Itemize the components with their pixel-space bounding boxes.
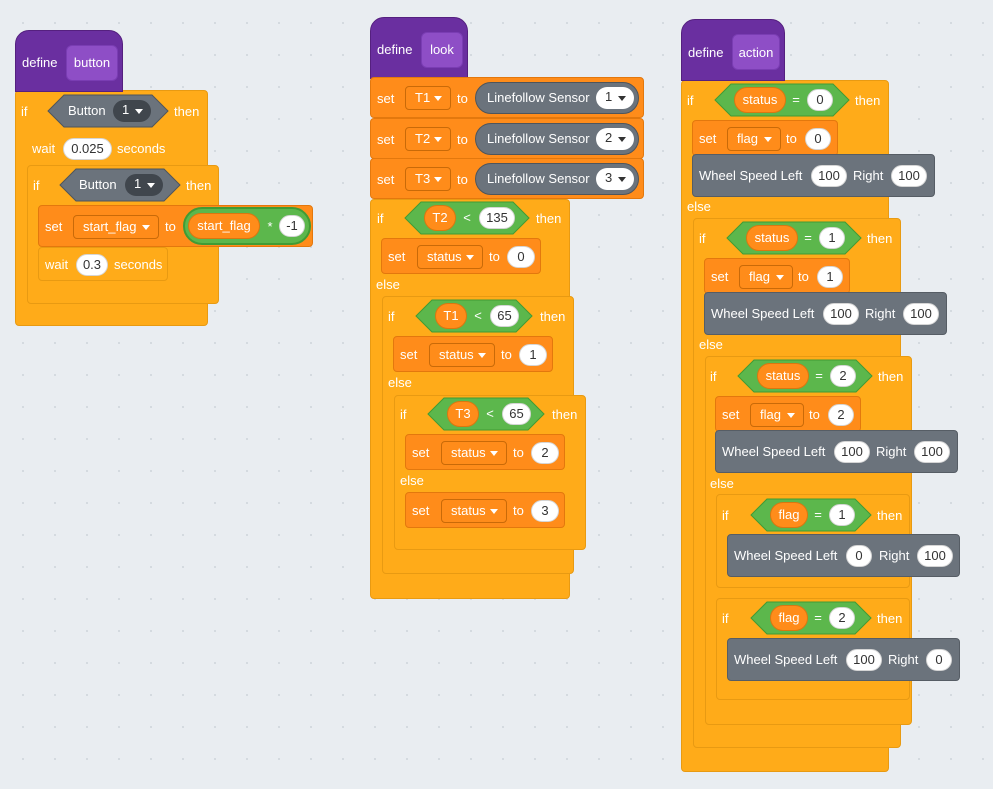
set-variable-block[interactable]: set start_flag to start_flag * -1 [38,205,313,247]
compare-value-input[interactable]: 2 [830,365,856,387]
set-value-input[interactable]: 3 [531,500,559,522]
multiply-value-input[interactable]: -1 [279,215,305,237]
variable-reporter-status[interactable]: status [757,363,809,389]
equals-condition[interactable]: flag = 1 [750,498,872,532]
define-name-input[interactable]: button [66,45,118,81]
linefollow-sensor-reporter[interactable]: Linefollow Sensor 3 [475,163,639,195]
wait-seconds-input[interactable]: 0.3 [76,254,108,276]
set-value-input[interactable]: 1 [817,266,843,288]
variable-reporter-status[interactable]: status [734,87,786,113]
set-variable-block[interactable]: set status to 0 [381,238,541,274]
compare-value-input[interactable]: 1 [819,227,845,249]
variable-dropdown[interactable]: T3 [405,167,451,191]
equals-condition[interactable]: status = 0 [714,83,850,117]
multiply-operator[interactable]: start_flag * -1 [183,207,311,245]
less-than-condition[interactable]: T2 < 135 [404,201,530,235]
wheel-speed-block[interactable]: Wheel Speed Left 100 Right 100 [704,292,947,335]
variable-dropdown[interactable]: status [441,441,507,465]
define-label: define [22,55,58,70]
wheel-speed-block[interactable]: Wheel Speed Left 100 Right 100 [715,430,958,473]
variable-dropdown[interactable]: flag [727,127,781,151]
set-variable-block[interactable]: set flag to 2 [715,396,861,432]
variable-dropdown[interactable]: start_flag [73,215,159,239]
compare-value-input[interactable]: 135 [479,207,515,229]
set-variable-block[interactable]: set status to 2 [405,434,565,470]
set-variable-block[interactable]: set T3 to Linefollow Sensor 3 [370,158,644,199]
variable-dropdown[interactable]: flag [750,403,804,427]
wheel-speed-block[interactable]: Wheel Speed Left 0 Right 100 [727,534,960,577]
then-label: then [186,178,212,193]
sensor-number-dropdown[interactable]: 3 [596,168,634,190]
button-number-dropdown[interactable]: 1 [125,174,163,196]
button-number-dropdown[interactable]: 1 [113,100,151,122]
variable-reporter-start-flag[interactable]: start_flag [188,213,260,239]
variable-reporter-t3[interactable]: T3 [447,401,479,427]
equals-condition[interactable]: status = 1 [726,221,862,255]
variable-dropdown[interactable]: T1 [405,86,451,110]
right-speed-input[interactable]: 100 [914,441,950,463]
define-name-input[interactable]: look [421,32,463,68]
right-speed-input[interactable]: 100 [903,303,939,325]
linefollow-sensor-reporter[interactable]: Linefollow Sensor 1 [475,82,639,114]
compare-value-input[interactable]: 65 [490,305,519,327]
variable-dropdown[interactable]: T2 [405,127,451,151]
equals-condition[interactable]: flag = 2 [750,601,872,635]
button-sensor-condition[interactable]: Button 1 [47,94,169,128]
if-label: if [33,178,40,193]
variable-reporter-flag[interactable]: flag [770,605,808,631]
set-value-input[interactable]: 0 [507,246,535,268]
equals-condition[interactable]: status = 2 [737,359,873,393]
variable-reporter-status[interactable]: status [746,225,798,251]
define-hat-look[interactable]: define look [370,17,468,79]
define-hat-button[interactable]: define button [15,30,123,92]
set-value-input[interactable]: 2 [531,442,559,464]
set-value-input[interactable]: 0 [805,128,831,150]
set-variable-block[interactable]: set flag to 1 [704,258,850,294]
less-than-condition[interactable]: T1 < 65 [415,299,533,333]
linefollow-sensor-reporter[interactable]: Linefollow Sensor 2 [475,123,639,155]
set-value-input[interactable]: 2 [828,404,854,426]
wait-label: wait [32,141,56,156]
variable-dropdown[interactable]: status [441,499,507,523]
wheel-speed-block[interactable]: Wheel Speed Left 100 Right 0 [727,638,960,681]
compare-value-input[interactable]: 1 [829,504,855,526]
sensor-number-dropdown[interactable]: 1 [596,87,634,109]
compare-value-input[interactable]: 65 [502,403,531,425]
set-variable-block[interactable]: set flag to 0 [692,120,838,156]
set-variable-block[interactable]: set status to 1 [393,336,553,372]
left-speed-input[interactable]: 100 [823,303,859,325]
set-variable-block[interactable]: set status to 3 [405,492,565,528]
seconds-label: seconds [117,141,166,156]
wait-block[interactable]: wait 0.3 seconds [38,247,168,281]
variable-dropdown[interactable]: flag [739,265,793,289]
define-name-input[interactable]: action [732,34,780,70]
left-speed-input[interactable]: 100 [811,165,847,187]
compare-value-input[interactable]: 0 [807,89,833,111]
right-speed-input[interactable]: 100 [917,545,953,567]
define-hat-action[interactable]: define action [681,19,785,81]
sensor-number-dropdown[interactable]: 2 [596,128,634,150]
then-label: then [174,104,200,119]
left-speed-input[interactable]: 100 [846,649,882,671]
variable-reporter-t1[interactable]: T1 [435,303,467,329]
right-speed-input[interactable]: 0 [926,649,952,671]
set-variable-block[interactable]: set T2 to Linefollow Sensor 2 [370,118,644,159]
if-label: if [21,104,28,119]
variable-dropdown[interactable]: status [429,343,495,367]
variable-reporter-t2[interactable]: T2 [424,205,456,231]
left-speed-input[interactable]: 0 [846,545,872,567]
set-variable-block[interactable]: set T1 to Linefollow Sensor 1 [370,77,644,118]
variable-reporter-flag[interactable]: flag [770,502,808,528]
variable-dropdown[interactable]: status [417,245,483,269]
wait-seconds-input[interactable]: 0.025 [63,138,112,160]
less-than-condition[interactable]: T3 < 65 [427,397,545,431]
right-speed-input[interactable]: 100 [891,165,927,187]
left-speed-input[interactable]: 100 [834,441,870,463]
compare-value-input[interactable]: 2 [829,607,855,629]
button-sensor-condition[interactable]: Button 1 [59,168,181,202]
wheel-speed-block[interactable]: Wheel Speed Left 100 Right 100 [692,154,935,197]
set-value-input[interactable]: 1 [519,344,547,366]
